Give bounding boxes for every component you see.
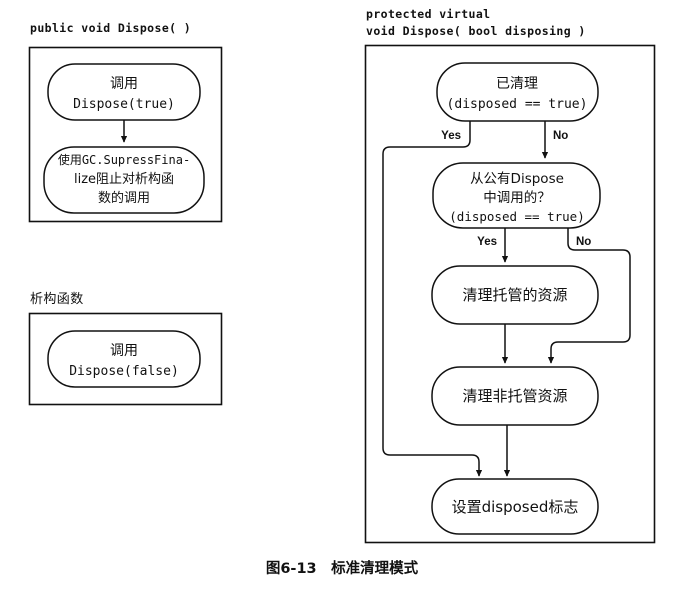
connector-d1-yes-to-set-flag <box>382 121 483 477</box>
node-call-dispose-false-line2: Dispose(false) <box>69 364 179 379</box>
left-section-one-header: public void Dispose( ) <box>30 21 191 35</box>
node-clean-managed-line1: 清理托管的资源 <box>462 286 567 304</box>
node-suppress-finalize <box>43 146 205 214</box>
branch-label-d1-yes: Yes <box>441 130 461 142</box>
node-called-from-public-line2: 中调用的？ <box>483 190 551 206</box>
node-call-dispose-true-line1: 调用 <box>110 76 138 92</box>
node-called-from-public-line3: (disposed == true) <box>449 209 584 224</box>
branch-label-d2-yes: Yes <box>477 236 497 248</box>
connector-d2-no-to-clean-unmanaged <box>547 228 631 364</box>
right-section-container <box>364 44 656 544</box>
node-called-from-public <box>432 162 601 229</box>
node-call-dispose-false-line1: 调用 <box>110 343 138 359</box>
node-set-disposed-flag-line1: 设置disposed标志 <box>452 498 579 516</box>
node-clean-unmanaged-line1: 清理非托管资源 <box>462 387 567 405</box>
node-suppress-finalize-line3: 数的调用 <box>98 190 150 206</box>
node-clean-managed <box>431 265 599 325</box>
branch-label-d1-no: No <box>553 130 568 142</box>
node-set-disposed-flag <box>431 478 599 535</box>
right-section-header-line1: protected virtual <box>366 7 491 21</box>
left-section-two-container <box>28 312 223 406</box>
node-suppress-finalize-line1: 使用GC.SupressFina- <box>58 152 190 167</box>
node-disposed-check <box>436 62 599 122</box>
node-call-dispose-false <box>47 330 201 388</box>
left-section-two-header: 析构函数 <box>30 292 84 307</box>
node-disposed-check-line2: (disposed == true) <box>447 97 588 112</box>
figure-caption: 图6-13 标准清理模式 <box>266 559 419 577</box>
node-suppress-finalize-line2: lize阻止对析构函 <box>74 172 174 187</box>
node-clean-unmanaged <box>431 366 599 426</box>
right-section-header-line2: void Dispose( bool disposing ) <box>366 24 586 38</box>
left-section-one-container <box>28 46 223 223</box>
node-call-dispose-true-line2: Dispose(true) <box>73 97 175 112</box>
branch-label-d2-no: No <box>576 236 591 248</box>
node-called-from-public-line1: 从公有Dispose <box>470 171 564 187</box>
node-disposed-check-line1: 已清理 <box>496 76 538 92</box>
